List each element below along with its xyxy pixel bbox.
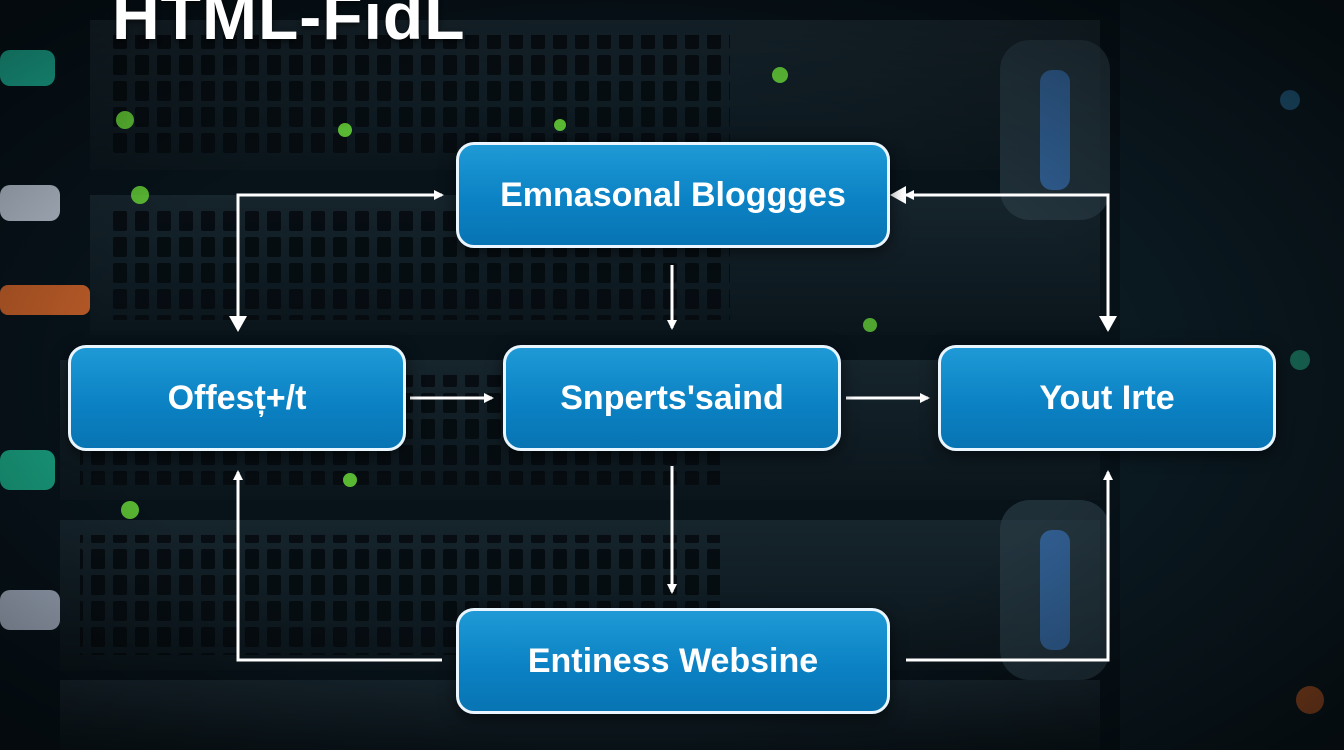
node-left-label: Offesț+/t [167,378,307,417]
node-left[interactable]: Offesț+/t [68,345,406,451]
node-center-label: Snperts'saind [560,378,784,417]
node-bottom[interactable]: Entiness Websine [456,608,890,714]
node-right[interactable]: Yout Irte [938,345,1276,451]
node-center[interactable]: Snperts'saind [503,345,841,451]
node-bottom-label: Entiness Websine [527,641,819,680]
page-title: HTML-FidL [112,0,466,53]
node-top-label: Emnasonal Bloggges [500,175,846,214]
node-top[interactable]: Emnasonal Bloggges [456,142,890,248]
node-right-label: Yout Irte [1039,378,1175,417]
